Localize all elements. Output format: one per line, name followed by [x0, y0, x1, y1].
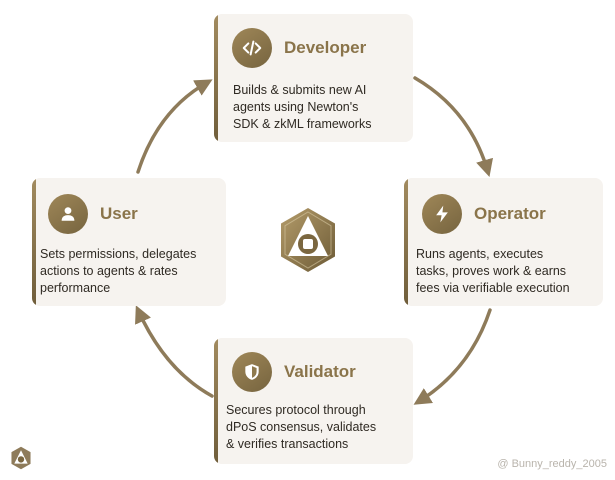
shield-icon — [232, 352, 272, 392]
operator-card: Operator Runs agents, executes tasks, pr… — [404, 178, 603, 306]
developer-card: Developer Builds & submits new AI agents… — [214, 14, 413, 142]
arrow-user-to-developer — [136, 79, 213, 174]
arrow-operator-to-validator — [413, 308, 492, 405]
user-title: User — [100, 204, 138, 223]
small-newton-logo — [11, 446, 31, 470]
operator-title: Operator — [474, 204, 546, 223]
validator-title: Validator — [284, 362, 356, 381]
lightning-bolt-icon — [422, 194, 462, 234]
operator-description: Runs agents, executes tasks, proves work… — [416, 247, 570, 295]
code-icon — [232, 28, 272, 68]
user-card: User Sets permissions, delegates actions… — [32, 178, 226, 306]
arrow-developer-to-operator — [413, 76, 493, 178]
validator-description: Secures protocol through dPoS consensus,… — [226, 403, 377, 451]
newton-hexagon-logo — [281, 208, 335, 272]
developer-title: Developer — [284, 38, 367, 57]
developer-description: Builds & submits new AI agents using New… — [233, 83, 372, 131]
person-icon — [48, 194, 88, 234]
validator-card: Validator Secures protocol through dPoS … — [214, 338, 413, 464]
watermark-text: @ Bunny_reddy_2005 — [497, 458, 607, 470]
user-description: Sets permissions, delegates actions to a… — [40, 247, 197, 295]
arrow-validator-to-user — [135, 305, 214, 398]
